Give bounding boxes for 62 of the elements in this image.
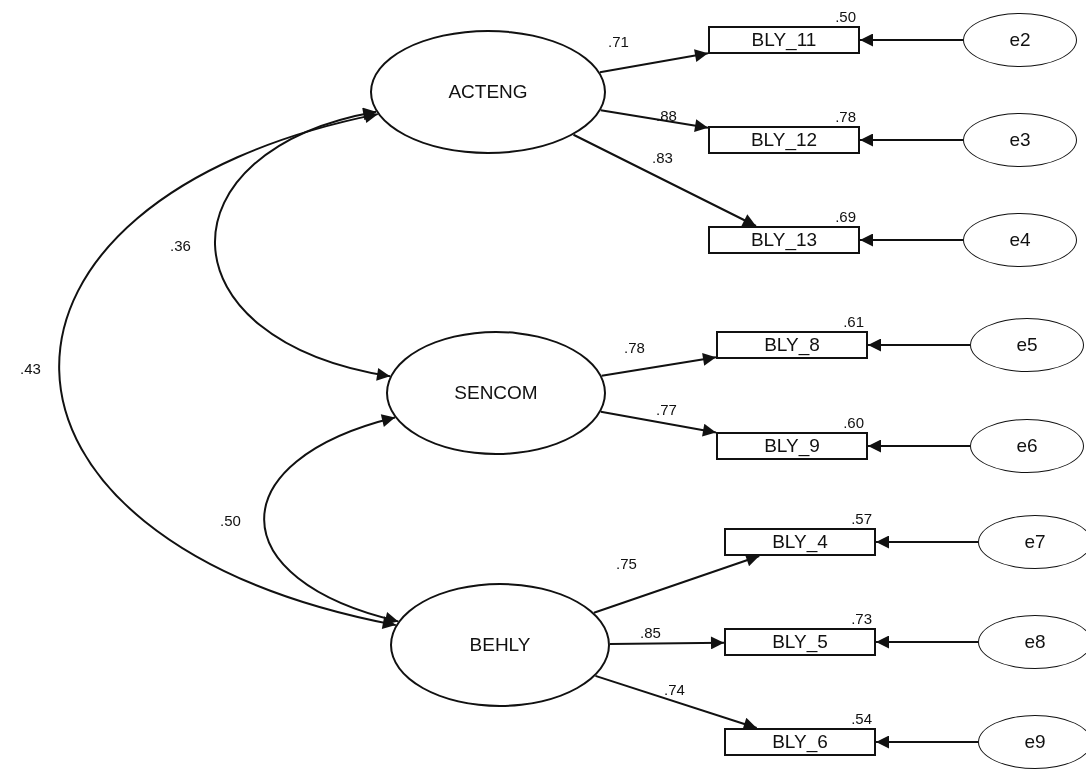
edge-label: .71 — [608, 34, 629, 49]
r-squared-value: .57 — [851, 511, 872, 526]
arrow — [572, 133, 757, 227]
r-squared-value: .50 — [835, 9, 856, 24]
arrow — [875, 635, 979, 649]
r-squared-value: .54 — [851, 711, 872, 726]
observed-variable-box — [716, 331, 868, 359]
observed-variable-box — [724, 528, 876, 556]
variable-name: e4 — [1009, 229, 1031, 251]
variable-name: BLY_8 — [764, 334, 820, 356]
variable-name: e8 — [1024, 631, 1046, 653]
edge-label: .50 — [220, 513, 241, 528]
error-term-circle — [978, 615, 1086, 669]
arrow — [875, 735, 979, 749]
variable-name: e9 — [1024, 731, 1046, 753]
variable-name: e6 — [1016, 435, 1038, 457]
arrow — [859, 233, 964, 247]
variable-name: BLY_9 — [764, 435, 820, 457]
arrow — [859, 133, 964, 147]
error-term-circle — [978, 715, 1086, 769]
edge-label: .83 — [652, 150, 673, 165]
observed-variable-box — [724, 728, 876, 756]
arrow — [859, 33, 964, 47]
edge-label: .43 — [20, 361, 41, 376]
variable-name: e2 — [1009, 29, 1031, 51]
variable-name: BLY_6 — [772, 731, 828, 753]
edge-label: .78 — [624, 340, 645, 355]
variable-name: BEHLY — [469, 634, 531, 656]
observed-variable-box — [708, 126, 860, 154]
edge-label: .74 — [664, 682, 685, 697]
r-squared-value: .61 — [843, 314, 864, 329]
arrow — [598, 49, 709, 74]
error-term-circle — [978, 515, 1086, 569]
variable-name: BLY_5 — [772, 631, 828, 653]
arrow — [592, 554, 761, 614]
variable-name: BLY_11 — [751, 29, 817, 51]
arrow — [609, 636, 725, 650]
observed-variable-box — [716, 432, 868, 460]
arrow — [867, 439, 971, 453]
variable-name: e3 — [1009, 129, 1031, 151]
edge-label: .36 — [170, 238, 191, 253]
double-headed-arrow — [263, 415, 400, 624]
variable-name: e5 — [1016, 334, 1038, 356]
variable-name: e7 — [1024, 531, 1046, 553]
edge-label: .75 — [616, 556, 637, 571]
arrow — [875, 535, 979, 549]
variable-name: SENCOM — [454, 382, 538, 404]
observed-variable-box — [708, 226, 860, 254]
variable-name: ACTENG — [448, 81, 528, 103]
observed-variable-box — [724, 628, 876, 656]
variable-name: BLY_4 — [772, 531, 828, 553]
r-squared-value: .73 — [851, 611, 872, 626]
r-squared-value: .78 — [835, 109, 856, 124]
arrow — [867, 338, 971, 352]
r-squared-value: .60 — [843, 415, 864, 430]
r-squared-value: .69 — [835, 209, 856, 224]
variable-name: BLY_12 — [750, 129, 818, 151]
arrow — [594, 674, 758, 731]
edge-label: .85 — [640, 625, 661, 640]
edge-label: .77 — [656, 402, 677, 417]
variable-name: BLY_13 — [750, 229, 818, 251]
observed-variable-box — [708, 26, 860, 54]
